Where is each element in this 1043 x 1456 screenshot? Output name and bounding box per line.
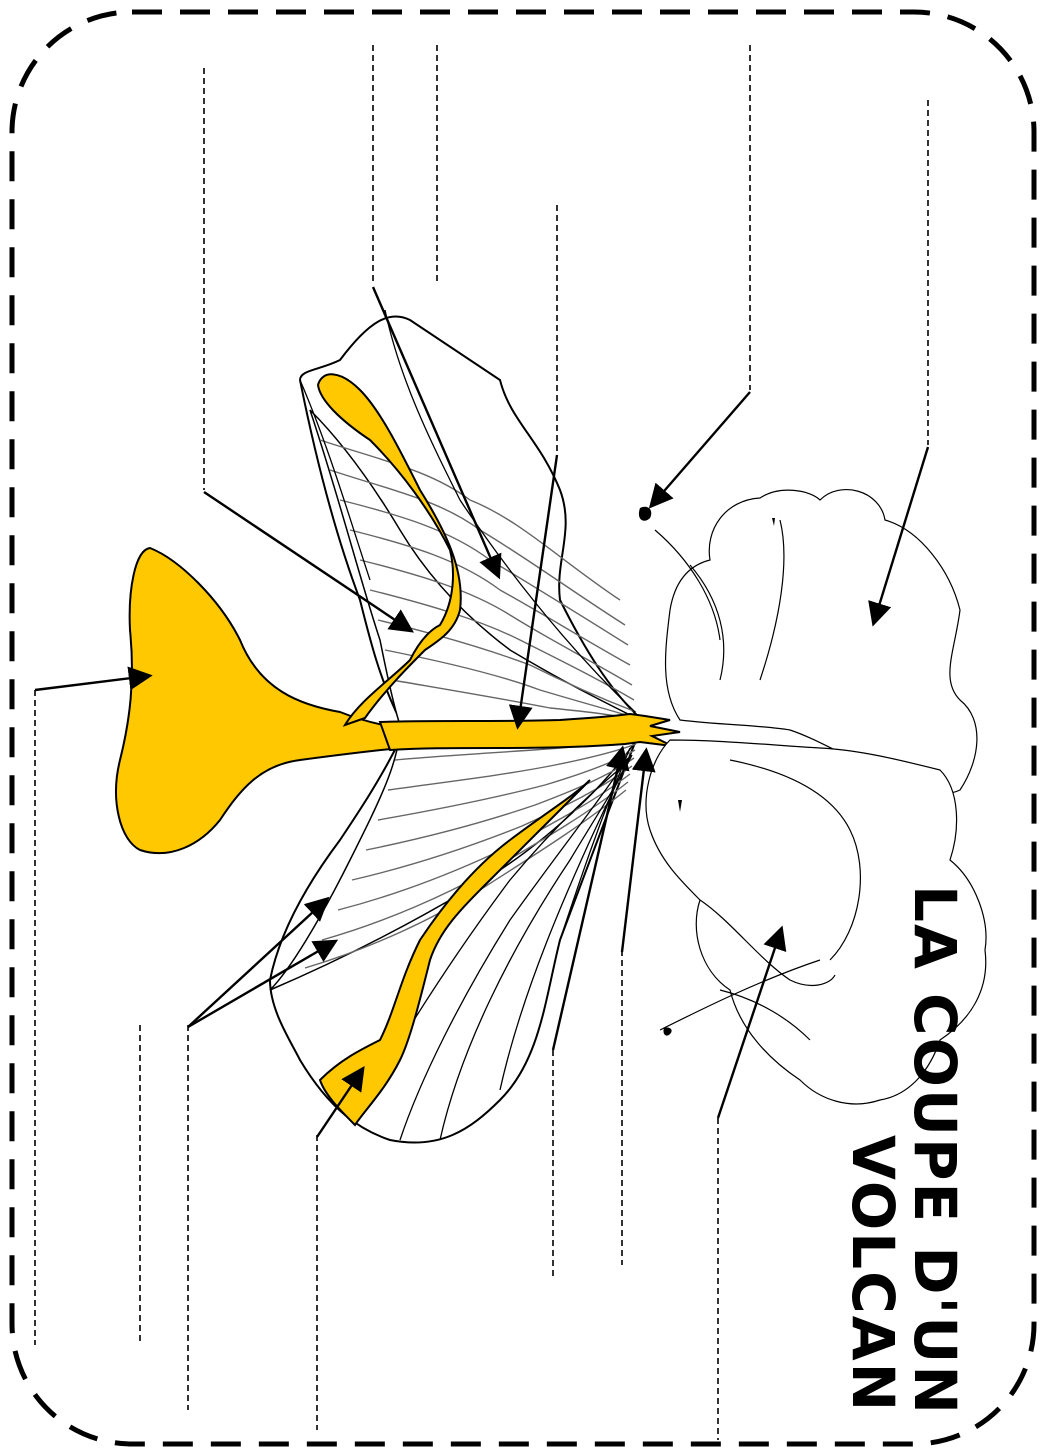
arrow — [652, 392, 750, 505]
volcanic-bomb — [639, 507, 651, 521]
title-line-2: VOLCAN — [839, 1135, 907, 1413]
title-line-1: LA COUPE D'UN — [901, 885, 969, 1416]
volcanic-bomb-small — [663, 1027, 671, 1035]
arrow — [622, 752, 646, 952]
